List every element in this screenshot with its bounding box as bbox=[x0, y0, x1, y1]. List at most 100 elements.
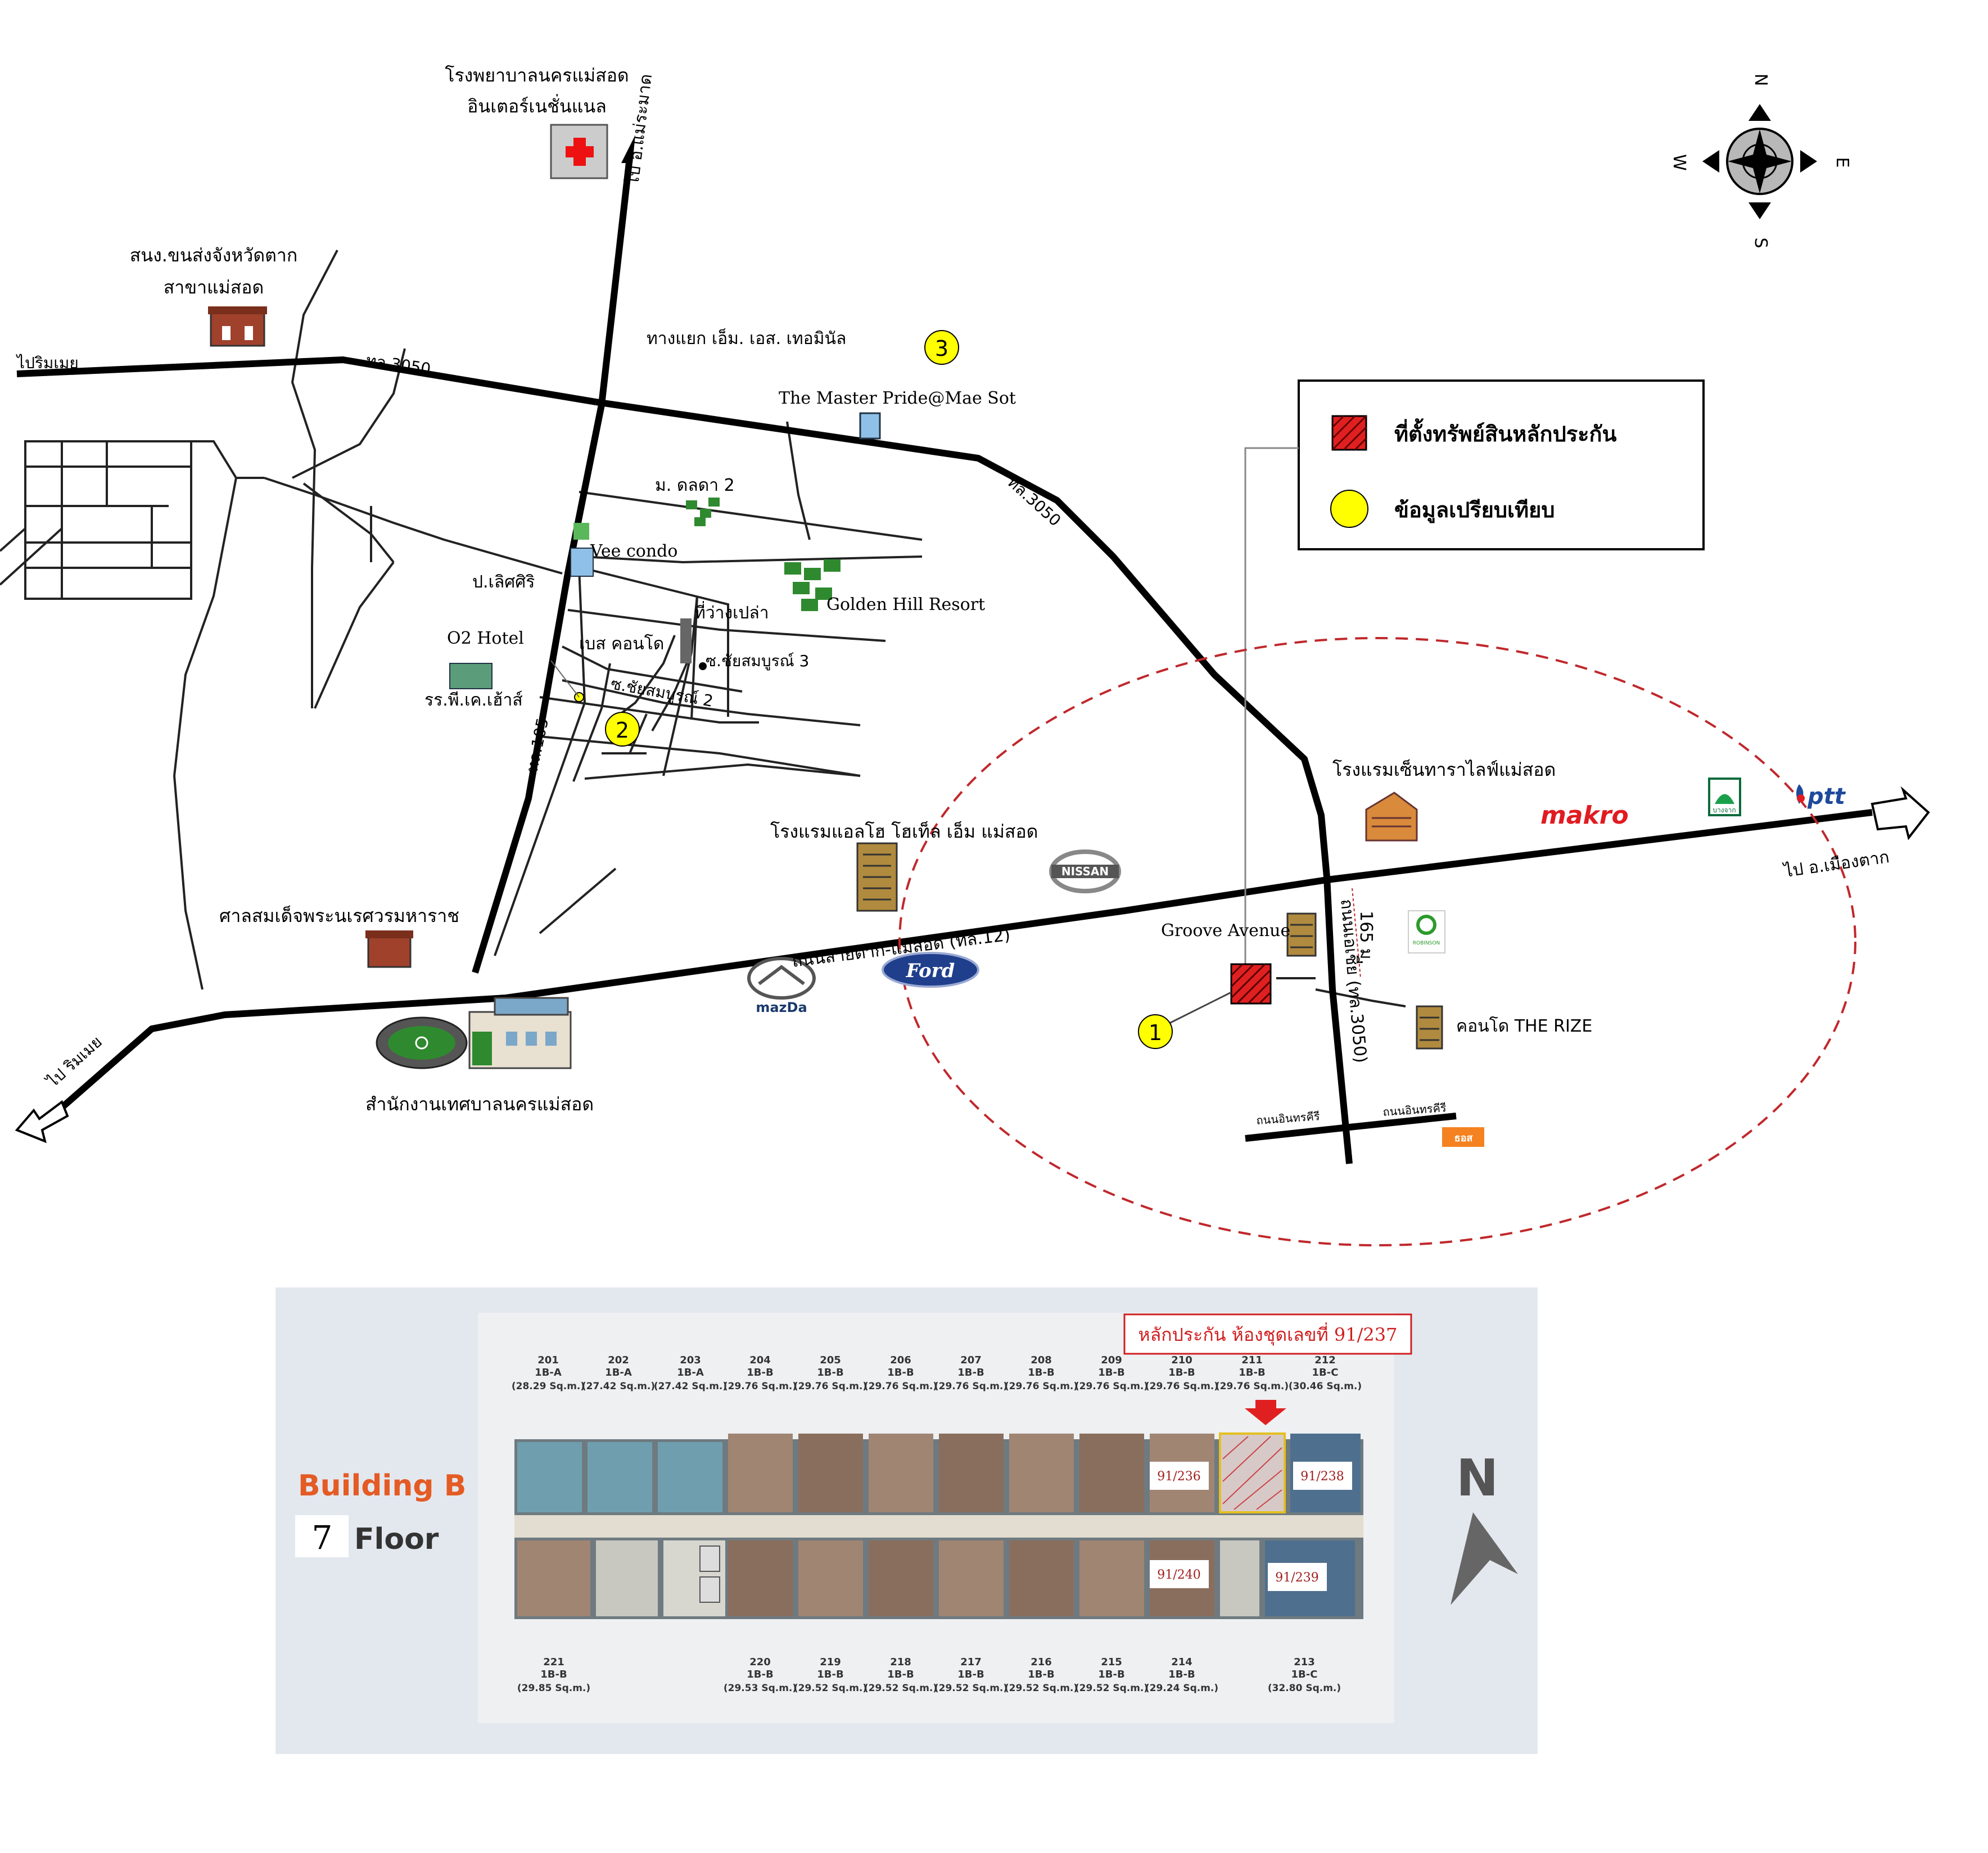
plan-north-label: N bbox=[1456, 1449, 1498, 1508]
svg-text:ธอส: ธอส bbox=[1454, 1132, 1474, 1144]
ptt-logo-icon: ptt bbox=[1796, 784, 1846, 810]
svg-text:O2 Hotel: O2 Hotel bbox=[447, 629, 524, 648]
unit-218-shape bbox=[869, 1540, 933, 1616]
top-unit-no: 210 bbox=[1171, 1354, 1192, 1366]
vee-condo-logo-icon bbox=[573, 523, 589, 540]
svg-text:91/239: 91/239 bbox=[1275, 1571, 1318, 1585]
bangchak-logo-icon: บางจาก bbox=[1708, 778, 1741, 816]
bottom-unit-type: 1B-B bbox=[1028, 1669, 1054, 1680]
top-unit-no: 204 bbox=[749, 1354, 771, 1366]
major-roads bbox=[16, 157, 1873, 1164]
stair-core-right bbox=[1220, 1540, 1259, 1616]
bottom-unit-no: 220 bbox=[749, 1656, 771, 1668]
svg-text:ทางแยก เอ็ม. เอส. เทอมินัล: ทางแยก เอ็ม. เอส. เทอมินัล bbox=[647, 328, 846, 349]
svg-text:Golden Hill Resort: Golden Hill Resort bbox=[826, 595, 985, 614]
bottom-unit-type: 1B-B bbox=[540, 1669, 567, 1680]
soi-3-dot-icon bbox=[699, 662, 707, 670]
top-unit-type: 1B-B bbox=[957, 1367, 984, 1379]
svg-text:ศาลสมเด็จพระนเรศวรมหาราช: ศาลสมเด็จพระนเรศวรมหาราช bbox=[219, 905, 459, 926]
arrow-south-icon bbox=[1748, 202, 1771, 219]
robinson-logo-icon: ROBINSON bbox=[1408, 910, 1445, 953]
unit-220-shape bbox=[728, 1540, 793, 1616]
arrow-east-icon bbox=[1800, 150, 1817, 173]
svg-text:ป.เลิศศิริ: ป.เลิศศิริ bbox=[472, 572, 535, 592]
floor-word: Floor bbox=[354, 1522, 439, 1556]
bottom-unit-no: 221 bbox=[543, 1656, 564, 1668]
room-tag-236 bbox=[1150, 1462, 1209, 1490]
pk-house-icon bbox=[449, 663, 493, 689]
transport-office-icon bbox=[208, 306, 267, 347]
compass-e: E bbox=[1832, 157, 1852, 168]
top-unit-area: (27.42 Sq.m.) bbox=[582, 1381, 655, 1392]
svg-text:ไปริมเมย: ไปริมเมย bbox=[16, 354, 79, 372]
top-unit-type: 1B-B bbox=[1168, 1367, 1195, 1379]
top-unit-area: (29.76 Sq.m.) bbox=[794, 1381, 867, 1392]
unit-206-shape bbox=[869, 1434, 933, 1512]
svg-text:ทล.105: ทล.105 bbox=[523, 716, 553, 774]
svg-text:mazDa: mazDa bbox=[756, 1000, 807, 1015]
top-unit-type: 1B-B bbox=[1098, 1367, 1124, 1379]
room-tag-239 bbox=[1268, 1563, 1327, 1591]
makro-logo: makro bbox=[1540, 801, 1629, 830]
floor-plan-panel: Building B 7 Floor หลักประกัน ห้องชุดเลข… bbox=[275, 1287, 1538, 1754]
top-unit-no: 211 bbox=[1241, 1354, 1263, 1366]
svg-text:โรงแรมแอลโฮ โฮเท็ล เอ็ม แม่สอด: โรงแรมแอลโฮ โฮเท็ล เอ็ม แม่สอด bbox=[770, 821, 1038, 842]
building-plan bbox=[514, 1432, 1363, 1619]
bottom-unit-no: 218 bbox=[890, 1656, 911, 1668]
unit-203-shape bbox=[658, 1442, 722, 1512]
svg-text:91/236: 91/236 bbox=[1157, 1470, 1200, 1484]
ford-logo-icon: Ford bbox=[882, 952, 979, 988]
top-unit-type: 1B-B bbox=[747, 1367, 773, 1379]
lift-icon-2 bbox=[699, 1576, 720, 1603]
top-unit-no: 207 bbox=[960, 1354, 982, 1366]
legend-collateral-label: ที่ตั้งทรัพย์สินหลักประกัน bbox=[1394, 418, 1617, 446]
svg-text:ptt: ptt bbox=[1807, 784, 1846, 810]
lift-icon bbox=[699, 1545, 720, 1572]
bottom-unit-type: 1B-B bbox=[1098, 1669, 1124, 1680]
svg-text:ไป อ.เมืองตาก: ไป อ.เมืองตาก bbox=[1782, 847, 1891, 882]
unit-211-collateral-shape bbox=[1219, 1432, 1286, 1513]
collateral-note-box bbox=[1123, 1313, 1412, 1355]
hello-hotel-icon bbox=[856, 842, 898, 912]
unit-202-shape bbox=[588, 1442, 652, 1512]
bottom-unit-no: 215 bbox=[1101, 1656, 1122, 1668]
svg-text:3: 3 bbox=[935, 336, 948, 361]
svg-text:1: 1 bbox=[1149, 1020, 1162, 1045]
bottom-unit-no: 214 bbox=[1171, 1656, 1192, 1668]
arrow-west-icon bbox=[1702, 150, 1719, 173]
collateral-hatch bbox=[1222, 1436, 1282, 1510]
unit-208-shape bbox=[1009, 1434, 1074, 1512]
floor-number-box bbox=[295, 1515, 349, 1557]
stair-core-left bbox=[596, 1540, 658, 1616]
svg-text:Vee condo: Vee condo bbox=[590, 541, 677, 561]
top-unit-no: 201 bbox=[537, 1354, 559, 1366]
bottom-unit-area: (29.52 Sq.m.) bbox=[864, 1683, 937, 1694]
top-unit-area: (29.76 Sq.m.) bbox=[934, 1381, 1007, 1392]
top-unit-no: 202 bbox=[608, 1354, 629, 1366]
svg-text:2: 2 bbox=[616, 718, 629, 743]
bottom-unit-area: (29.85 Sq.m.) bbox=[517, 1683, 590, 1694]
top-unit-type: 1B-A bbox=[535, 1367, 562, 1379]
top-unit-type: 1B-C bbox=[1312, 1367, 1339, 1379]
bottom-unit-type: 1B-B bbox=[747, 1669, 773, 1680]
bottom-unit-area: (29.52 Sq.m.) bbox=[1005, 1683, 1078, 1694]
top-unit-area: (29.76 Sq.m.) bbox=[1145, 1381, 1218, 1392]
bottom-unit-type: 1B-B bbox=[957, 1669, 984, 1680]
legend-leader-line bbox=[1244, 447, 1299, 967]
room-tag-238 bbox=[1293, 1462, 1352, 1490]
svg-text:รร.พี.เค.เฮ้าส์: รร.พี.เค.เฮ้าส์ bbox=[424, 690, 523, 710]
base-condo-icon bbox=[680, 618, 692, 663]
comparable-marker-1: 1 bbox=[1138, 1014, 1173, 1049]
centara-hotel-icon bbox=[1365, 792, 1418, 842]
o2-leader-line bbox=[550, 660, 580, 698]
svg-text:อินเตอร์เนชั่นแนล: อินเตอร์เนชั่นแนล bbox=[467, 94, 607, 117]
